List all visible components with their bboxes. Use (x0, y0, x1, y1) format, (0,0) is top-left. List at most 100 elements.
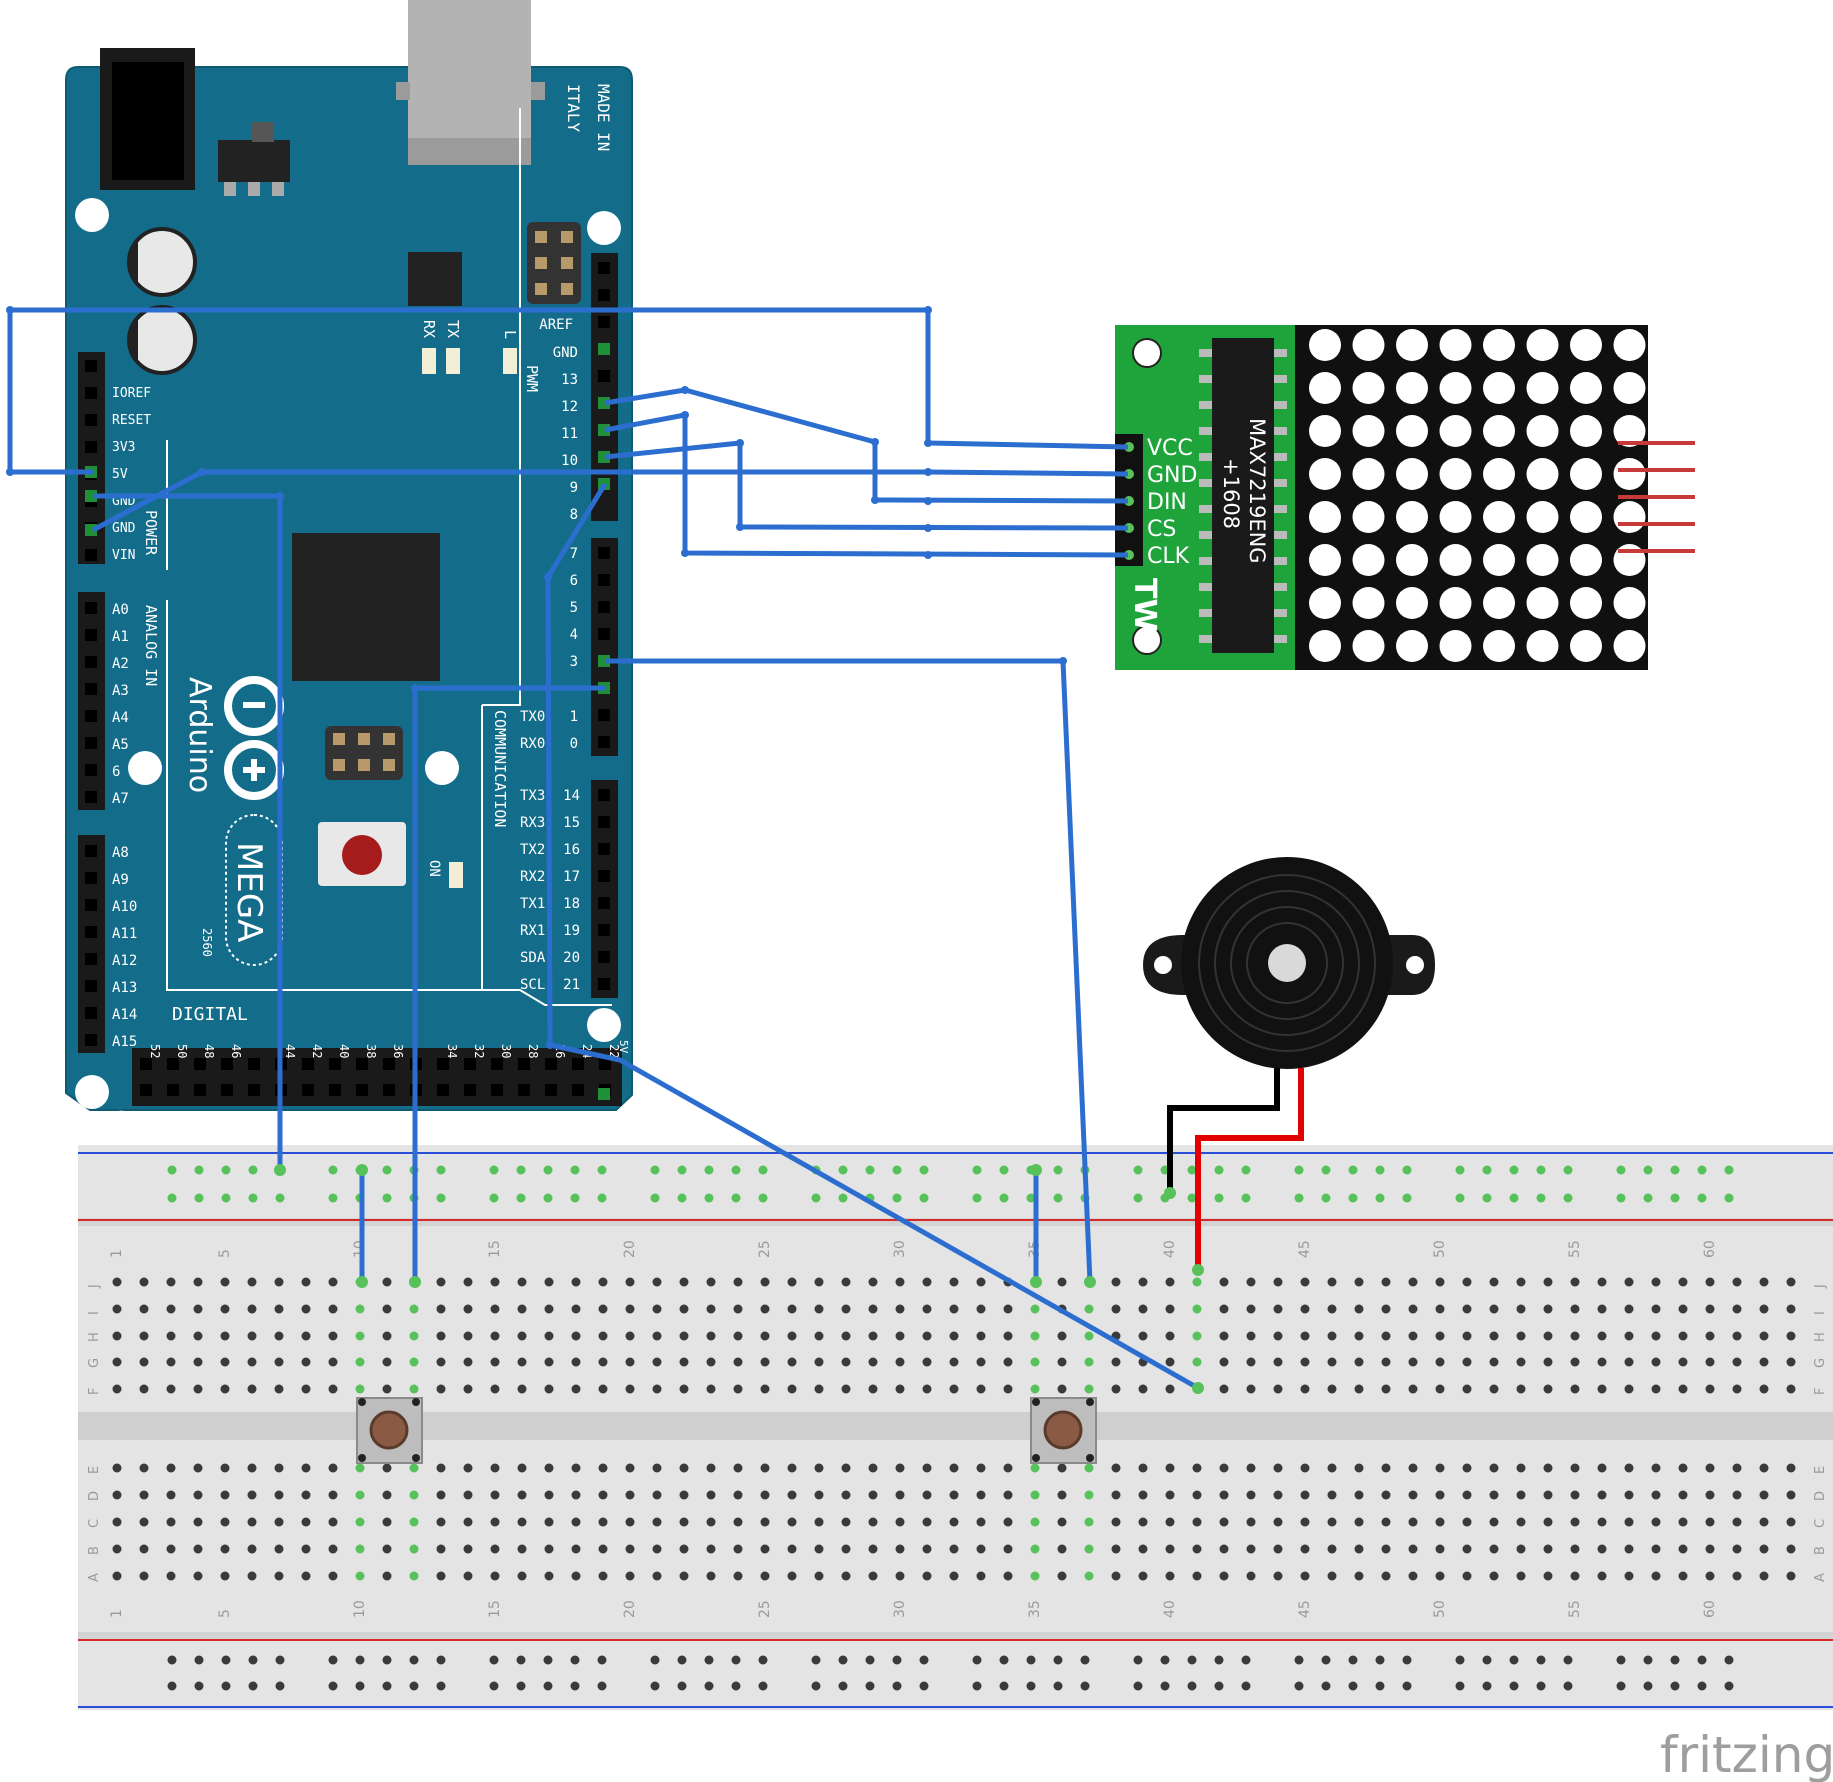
matrix-led (1613, 630, 1646, 662)
breadboard-hole (598, 1331, 608, 1341)
breadboard-hole (490, 1571, 500, 1581)
rail-hole (1214, 1193, 1224, 1203)
breadboard-hole (760, 1517, 770, 1527)
breadboard-hole (571, 1331, 581, 1341)
wire-bend-point (411, 684, 419, 692)
reset-button[interactable] (342, 835, 382, 875)
breadboard-hole (598, 1277, 608, 1287)
rail-hole (570, 1681, 580, 1691)
rail-hole (865, 1655, 875, 1665)
pin-label: 3V3 (112, 440, 135, 455)
rail-hole (1697, 1193, 1707, 1203)
breadboard-hole (976, 1277, 986, 1287)
chip-leg (1274, 505, 1287, 513)
rail-hole (1026, 1193, 1036, 1203)
breadboard-hole (1030, 1517, 1040, 1527)
push-button-left[interactable] (356, 1397, 423, 1464)
pin-label: A11 (112, 926, 137, 942)
breadboard-hole (1489, 1517, 1499, 1527)
arduino-pin-labels: AREFGND131211109876543TX0RX010TX3RX3TX2R… (112, 317, 621, 1126)
breadboard-hole (1786, 1544, 1796, 1554)
wire-bend-point (681, 411, 689, 419)
breadboard-hole (1111, 1571, 1121, 1581)
breadboard-hole (1246, 1277, 1256, 1287)
rail-hole (704, 1681, 714, 1691)
matrix-led (1570, 630, 1602, 662)
comm-header (591, 780, 618, 998)
breadboard-hole (1084, 1304, 1094, 1314)
breadboard-hole (949, 1463, 959, 1473)
rail-hole (892, 1193, 902, 1203)
breadboard-rail-divider-bottom (78, 1632, 1833, 1640)
header-pin-label: 22 (607, 1044, 621, 1058)
breadboard-hole (382, 1304, 392, 1314)
breadboard-hole (1219, 1304, 1229, 1314)
breadboard-hole (463, 1571, 473, 1581)
breadboard-hole (1408, 1571, 1418, 1581)
header-pin-hole (598, 978, 610, 990)
breadboard-hole (922, 1571, 932, 1581)
breadboard-hole (1354, 1384, 1364, 1394)
column-number: 1 (109, 1609, 125, 1618)
rail-hole (1616, 1655, 1626, 1665)
wire-bend-point (924, 551, 932, 559)
matrix-led (1309, 372, 1341, 404)
breadboard-hole (1138, 1571, 1148, 1581)
capacitor-stripe (127, 238, 138, 286)
breadboard-hole (1327, 1384, 1337, 1394)
rail-hole (1697, 1681, 1707, 1691)
rail-hole (1509, 1165, 1519, 1175)
rail-hole (1348, 1193, 1358, 1203)
header-pin-hole (85, 441, 97, 453)
rail-hole (382, 1655, 392, 1665)
breadboard-hole (1192, 1490, 1202, 1500)
breadboard-hole (1381, 1571, 1391, 1581)
header-pin-label: 28 (526, 1044, 540, 1058)
breadboard-hole (247, 1384, 257, 1394)
breadboard-hole (706, 1517, 716, 1527)
breadboard-hole (598, 1304, 608, 1314)
buzzer-wire-end (1192, 1264, 1204, 1276)
chip-leg (1274, 427, 1287, 435)
row-letter: F (1813, 1388, 1828, 1395)
matrix-led (1526, 458, 1559, 490)
rail-hole (1294, 1193, 1304, 1203)
matrix-led (1483, 329, 1515, 361)
rail-hole (194, 1655, 204, 1665)
breadboard-hole (274, 1517, 284, 1527)
module-mounting-hole (1132, 338, 1162, 368)
breadboard-hole (301, 1490, 311, 1500)
breadboard-hole (1354, 1463, 1364, 1473)
breadboard-hole (706, 1544, 716, 1554)
breadboard-hole (1219, 1517, 1229, 1527)
pin-label: A10 (112, 899, 137, 915)
breadboard-hole (1462, 1304, 1472, 1314)
mounting-hole (128, 751, 162, 785)
breadboard-hole (328, 1277, 338, 1287)
breadboard-hole (274, 1331, 284, 1341)
rail-hole (1053, 1655, 1063, 1665)
push-button-right-cap[interactable] (1043, 1410, 1083, 1450)
rail-hole (1455, 1655, 1465, 1665)
matrix-led (1396, 329, 1428, 361)
breadboard-hole (1273, 1490, 1283, 1500)
breadboard-hole (490, 1463, 500, 1473)
jumper-wires (7, 307, 1200, 1391)
push-button-left-cap[interactable] (369, 1410, 409, 1450)
matrix-led (1439, 501, 1472, 533)
rail-hole (382, 1681, 392, 1691)
breadboard-hole (841, 1331, 851, 1341)
breadboard-hole (1192, 1517, 1202, 1527)
breadboard-hole (436, 1357, 446, 1367)
row-letter: C (1813, 1519, 1828, 1528)
matrix-led (1570, 501, 1602, 533)
rail-hole (1214, 1655, 1224, 1665)
push-button-right[interactable] (1030, 1397, 1097, 1464)
silkscreen-lines (166, 108, 612, 1006)
breadboard-hole (1678, 1544, 1688, 1554)
breadboard-hole (625, 1304, 635, 1314)
rail-hole (1241, 1655, 1251, 1665)
breadboard-hole (706, 1304, 716, 1314)
rail-hole (1187, 1655, 1197, 1665)
header-pin-hole (598, 736, 610, 748)
